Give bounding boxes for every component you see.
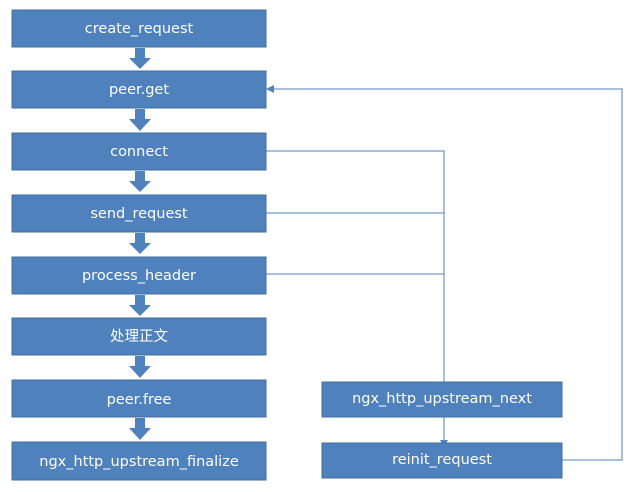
node-process-body: 处理正文: [11, 317, 267, 356]
arrow-down-icon: [129, 171, 151, 192]
peer-get-arrowhead-icon: [266, 85, 274, 93]
node-label: create_request: [85, 21, 194, 37]
node-label: peer.get: [109, 82, 169, 98]
node-process-header: process_header: [11, 256, 267, 295]
flow-arrows: [129, 48, 151, 440]
node-box: [11, 70, 267, 109]
node-label: reinit_request: [392, 452, 492, 468]
arrow-down-icon: [129, 295, 151, 316]
node-box: [11, 132, 267, 171]
node-box: [321, 442, 563, 479]
node-box: [11, 317, 267, 356]
node-box: [11, 9, 267, 48]
node-upstream-next: ngx_http_upstream_next: [321, 381, 563, 418]
side-nodes: ngx_http_upstream_next reinit_request: [321, 381, 563, 479]
node-peer-free: peer.free: [11, 379, 267, 418]
node-connect: connect: [11, 132, 267, 171]
arrow-down-icon: [129, 356, 151, 378]
node-create-request: create_request: [11, 9, 267, 48]
feedback-connectors: [266, 85, 623, 461]
arrow-down-icon: [129, 233, 151, 254]
arrow-down-icon: [129, 48, 151, 69]
node-box: [11, 194, 267, 233]
node-box: [11, 379, 267, 418]
node-label: 处理正文: [110, 328, 168, 345]
node-box: [321, 381, 563, 418]
node-reinit-request: reinit_request: [321, 442, 563, 479]
connect-to-reinit-line: [266, 150, 445, 440]
node-label: send_request: [90, 206, 188, 222]
node-send-request: send_request: [11, 194, 267, 233]
main-flow: create_request peer.get connect send_req…: [11, 9, 267, 481]
node-label: process_header: [82, 268, 196, 284]
node-peer-get: peer.get: [11, 70, 267, 109]
arrow-down-icon: [129, 418, 151, 440]
node-box: [11, 256, 267, 295]
node-label: connect: [110, 144, 168, 160]
arrow-down-icon: [129, 109, 151, 131]
node-label: ngx_http_upstream_finalize: [39, 454, 239, 470]
node-label: ngx_http_upstream_next: [352, 391, 532, 407]
node-label: peer.free: [107, 392, 172, 408]
node-upstream-finalize: ngx_http_upstream_finalize: [11, 441, 267, 481]
node-box: [11, 441, 267, 481]
reinit-to-peer-get-line: [274, 88, 623, 461]
